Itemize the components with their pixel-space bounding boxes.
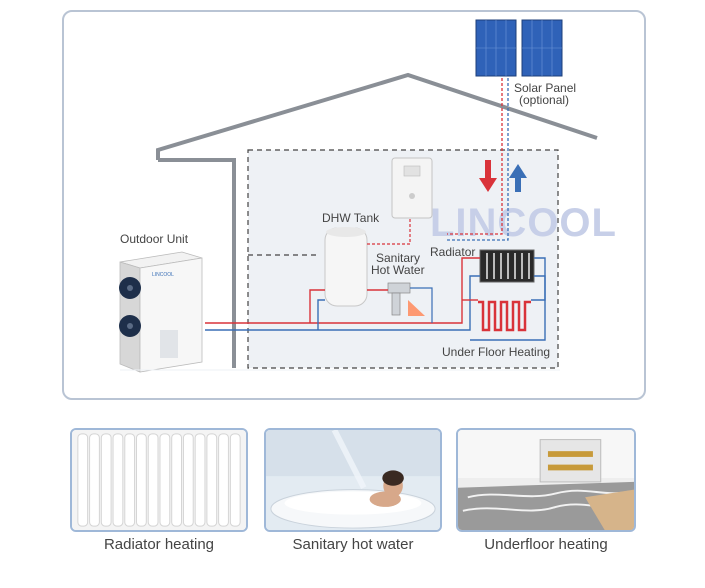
lincool-watermark: LINCOOL xyxy=(430,201,617,245)
dhw-tank-icon xyxy=(324,227,368,307)
tank-to-unit-pipe xyxy=(367,218,411,245)
sanitary-hot-water-caption: Sanitary hot water xyxy=(292,536,414,553)
hot-water-label: Hot Water xyxy=(371,263,425,277)
underfloor-heating-caption: Underfloor heating xyxy=(484,536,608,553)
indoor-hydro-unit-icon xyxy=(391,157,433,219)
main-cold-pipe xyxy=(205,275,480,331)
radiator-heating-photo xyxy=(70,428,248,532)
under-floor-label: Under Floor Heating xyxy=(442,345,550,359)
arrow-up-icon xyxy=(509,164,527,192)
underfloor-heating-photo xyxy=(456,428,636,532)
radiator-icon xyxy=(479,249,535,283)
under-floor-coil-icon xyxy=(478,300,531,332)
radiator-label: Radiator xyxy=(430,245,475,259)
dhw-tank-label: DHW Tank xyxy=(322,211,380,225)
radiator-heating-caption: Radiator heating xyxy=(103,536,215,553)
solar-cold-pipe xyxy=(447,78,509,241)
solar-panel-icon xyxy=(475,19,563,77)
radiator-photo-illustration xyxy=(72,430,246,530)
radiator-return-pipe xyxy=(531,257,546,301)
sanitary-hot-water-photo xyxy=(264,428,442,532)
outdoor-unit-label: Outdoor Unit xyxy=(120,232,189,246)
underfloor-photo-illustration xyxy=(458,430,634,530)
heat-pump-system-diagram: LINCOOL Solar Panel (optional) DHW Tank xyxy=(119,19,617,373)
solar-panel-optional-label: (optional) xyxy=(519,93,569,107)
outdoor-unit-icon xyxy=(119,251,203,373)
solar-hot-pipe xyxy=(447,78,503,235)
sanitary-label: Sanitary xyxy=(376,251,420,265)
floor-cold-pipe xyxy=(470,275,546,341)
bathtub-photo-illustration xyxy=(266,430,440,530)
tank-cold-pipe xyxy=(317,299,325,330)
house-outer-wall xyxy=(158,158,236,368)
tank-hot-pipe xyxy=(309,289,325,323)
faucet-cold-pipe xyxy=(410,287,433,323)
arrow-down-icon xyxy=(479,160,497,192)
house-outline xyxy=(156,72,598,160)
outdoor-unit-brand: LINCOOL xyxy=(152,272,174,278)
main-hot-pipe xyxy=(205,257,480,324)
solar-panel-label: Solar Panel xyxy=(514,81,576,95)
